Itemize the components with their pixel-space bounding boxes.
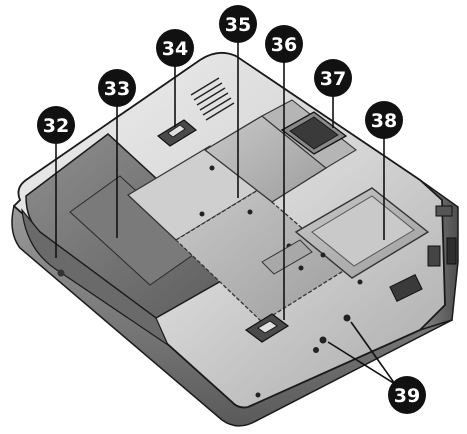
hard-drive-cover: [294, 187, 430, 285]
callout-37-label: 37: [320, 68, 346, 90]
vent-grille: [190, 77, 235, 121]
side-connectors: [389, 205, 457, 302]
screws: [255, 314, 351, 398]
callout-37: 37: [314, 59, 352, 97]
callout-32-label: 32: [43, 115, 69, 137]
expansion-cover: [126, 99, 357, 323]
leader-lines: [55, 42, 396, 385]
docking-connector: [280, 111, 348, 155]
callout-35: 35: [219, 5, 257, 43]
callout-34: 34: [156, 29, 194, 67]
callout-33-label: 33: [104, 78, 130, 100]
battery-front: [21, 208, 170, 347]
callout-39: 39: [388, 376, 426, 414]
callout-34-label: 34: [162, 38, 188, 60]
release-latch: [244, 313, 290, 343]
battery-pack: [21, 133, 245, 347]
callout-36-label: 36: [271, 34, 297, 56]
callout-32: 32: [37, 106, 75, 144]
callout-35-label: 35: [225, 14, 251, 36]
callout-33: 33: [98, 69, 136, 107]
battery-release-dot: [57, 269, 65, 277]
callout-39-label: 39: [394, 385, 420, 407]
callout-36: 36: [265, 25, 303, 63]
callout-38-label: 38: [371, 110, 397, 132]
callout-38: 38: [365, 101, 403, 139]
